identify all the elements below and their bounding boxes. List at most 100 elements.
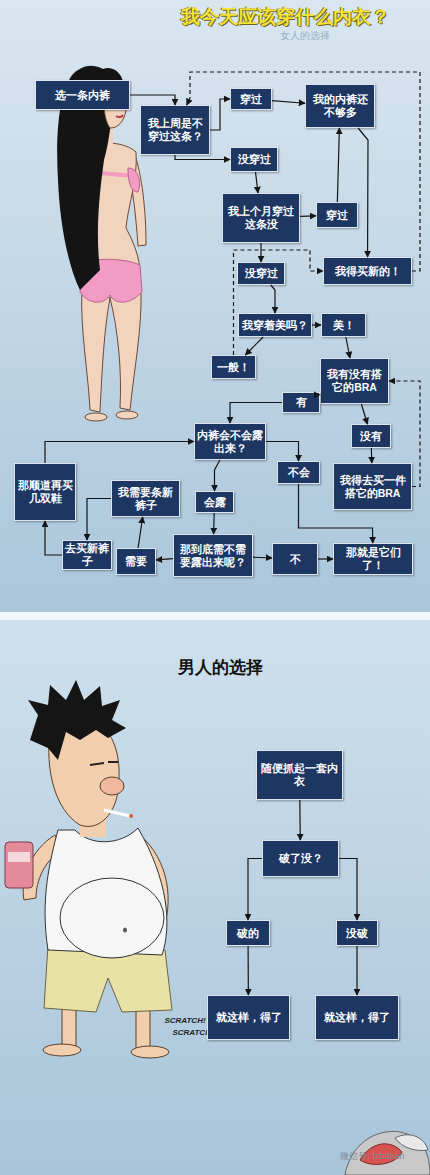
sound-effect: SCRATCH! bbox=[160, 1016, 210, 1025]
node-text: 需要 bbox=[125, 555, 147, 568]
process-box: 我穿着美吗？ bbox=[238, 313, 312, 337]
flow-arrow bbox=[45, 521, 62, 555]
flow-arrow bbox=[87, 499, 111, 541]
flow-arrow bbox=[358, 128, 368, 257]
man-leg bbox=[62, 1005, 76, 1047]
flow-arrow bbox=[175, 155, 230, 160]
woman-leg bbox=[82, 290, 110, 412]
dashed-arrow bbox=[187, 72, 420, 271]
flow-arrow bbox=[253, 557, 272, 559]
flow-arrow bbox=[299, 800, 301, 840]
man-foot bbox=[43, 1044, 81, 1056]
process-box: 就这样，得了 bbox=[315, 995, 399, 1040]
process-box: 我的内裤还不够多 bbox=[305, 84, 375, 128]
cigarette-tip bbox=[129, 814, 133, 818]
node-text: 我需要条新裤子 bbox=[114, 486, 177, 512]
process-box: 就这样，得了 bbox=[207, 995, 290, 1040]
man-nose bbox=[100, 777, 124, 795]
flow-arrow bbox=[318, 558, 333, 559]
drink-can bbox=[5, 842, 33, 888]
process-box: 我得去买一件搭它的BRA bbox=[333, 463, 412, 510]
flow-arrow bbox=[371, 448, 373, 463]
process-box: 我有没有搭它的BRA bbox=[320, 358, 389, 404]
flow-arrow bbox=[213, 513, 215, 534]
subtitle: 女人的选择 bbox=[240, 29, 370, 43]
section-separator bbox=[0, 612, 430, 620]
bottom-background bbox=[0, 620, 430, 1175]
process-box: 会露 bbox=[195, 491, 234, 513]
node-text: 我穿着美吗？ bbox=[242, 319, 308, 332]
node-text: 选一条内裤 bbox=[55, 89, 110, 102]
node-text: 我上个月穿过这条没 bbox=[225, 205, 297, 231]
flow-arrow bbox=[230, 403, 282, 424]
woman-lips bbox=[116, 115, 123, 117]
process-box: 不 bbox=[272, 543, 318, 575]
node-text: 美！ bbox=[333, 319, 355, 332]
flow-arrow bbox=[300, 215, 316, 217]
node-text: 我上周是不穿过这条？ bbox=[143, 117, 207, 143]
node-text: 不会 bbox=[288, 466, 310, 479]
man-leg bbox=[136, 1007, 150, 1049]
process-box: 去买新裤子 bbox=[62, 540, 112, 570]
node-text: 一般！ bbox=[217, 361, 250, 374]
flow-arrow bbox=[346, 337, 350, 358]
process-box: 不会 bbox=[277, 461, 320, 484]
node-text: 去买新裤子 bbox=[65, 542, 109, 568]
process-box: 没破 bbox=[336, 920, 378, 946]
flow-arrow bbox=[245, 337, 263, 355]
node-text: 穿过 bbox=[326, 209, 348, 222]
process-box: 穿过 bbox=[316, 202, 358, 228]
flow-arrow bbox=[356, 946, 357, 995]
node-text: 内裤会不会露出来？ bbox=[197, 429, 263, 455]
dashed-arrow bbox=[234, 250, 324, 355]
flow-arrow bbox=[271, 285, 275, 313]
node-text: 没破 bbox=[346, 927, 368, 940]
node-text: 随便抓起一套内衣 bbox=[259, 762, 340, 788]
man-belly bbox=[60, 878, 164, 958]
man-foot bbox=[131, 1046, 169, 1058]
sleepy-eyes bbox=[90, 762, 118, 765]
flow-arrow bbox=[156, 559, 173, 560]
top-background bbox=[0, 0, 430, 612]
node-text: 没穿过 bbox=[238, 153, 271, 166]
flow-arrow bbox=[215, 460, 220, 491]
process-box: 有 bbox=[282, 392, 320, 413]
process-box: 那到底需不需要露出来呢？ bbox=[173, 534, 253, 577]
process-box: 一般！ bbox=[211, 355, 256, 379]
process-box: 破了没？ bbox=[262, 840, 339, 877]
process-box: 随便抓起一套内衣 bbox=[256, 750, 343, 800]
bikini-top bbox=[128, 168, 140, 192]
node-text: 没有 bbox=[360, 430, 382, 443]
process-box: 穿过 bbox=[230, 88, 272, 110]
watermark: 微信号: fzhdoan bbox=[320, 1150, 425, 1163]
flow-arrow bbox=[138, 517, 143, 548]
cigarette bbox=[104, 810, 130, 816]
flow-arrow bbox=[255, 172, 258, 193]
node-text: 那到底需不需要露出来呢？ bbox=[176, 543, 250, 569]
section-heading: 男人的选择 bbox=[140, 656, 300, 679]
flow-arrow bbox=[260, 243, 261, 262]
process-box: 破的 bbox=[226, 920, 270, 946]
flow-arrow bbox=[130, 95, 175, 105]
belly-button bbox=[123, 928, 127, 933]
process-box: 美！ bbox=[321, 313, 366, 337]
process-box: 没穿过 bbox=[237, 262, 285, 285]
flow-arrow bbox=[339, 859, 357, 921]
flow-arrow bbox=[337, 128, 339, 202]
process-box: 我得买新的！ bbox=[323, 257, 412, 285]
process-box: 我上个月穿过这条没 bbox=[222, 193, 300, 243]
node-text: 我得买新的！ bbox=[335, 265, 401, 278]
process-box: 选一条内裤 bbox=[35, 80, 130, 110]
messy-hair bbox=[28, 680, 126, 760]
woman-foot bbox=[116, 411, 138, 419]
process-box: 那就是它们了！ bbox=[333, 543, 413, 575]
flow-arrow bbox=[45, 442, 194, 464]
flow-arrow bbox=[248, 859, 262, 921]
node-text: 破了没？ bbox=[279, 852, 323, 865]
node-text: 我得去买一件搭它的BRA bbox=[336, 474, 409, 500]
process-box: 没有 bbox=[351, 424, 391, 448]
process-box: 内裤会不会露出来？ bbox=[194, 423, 266, 460]
woman-foot bbox=[85, 413, 107, 421]
node-text: 我有没有搭它的BRA bbox=[323, 368, 386, 394]
